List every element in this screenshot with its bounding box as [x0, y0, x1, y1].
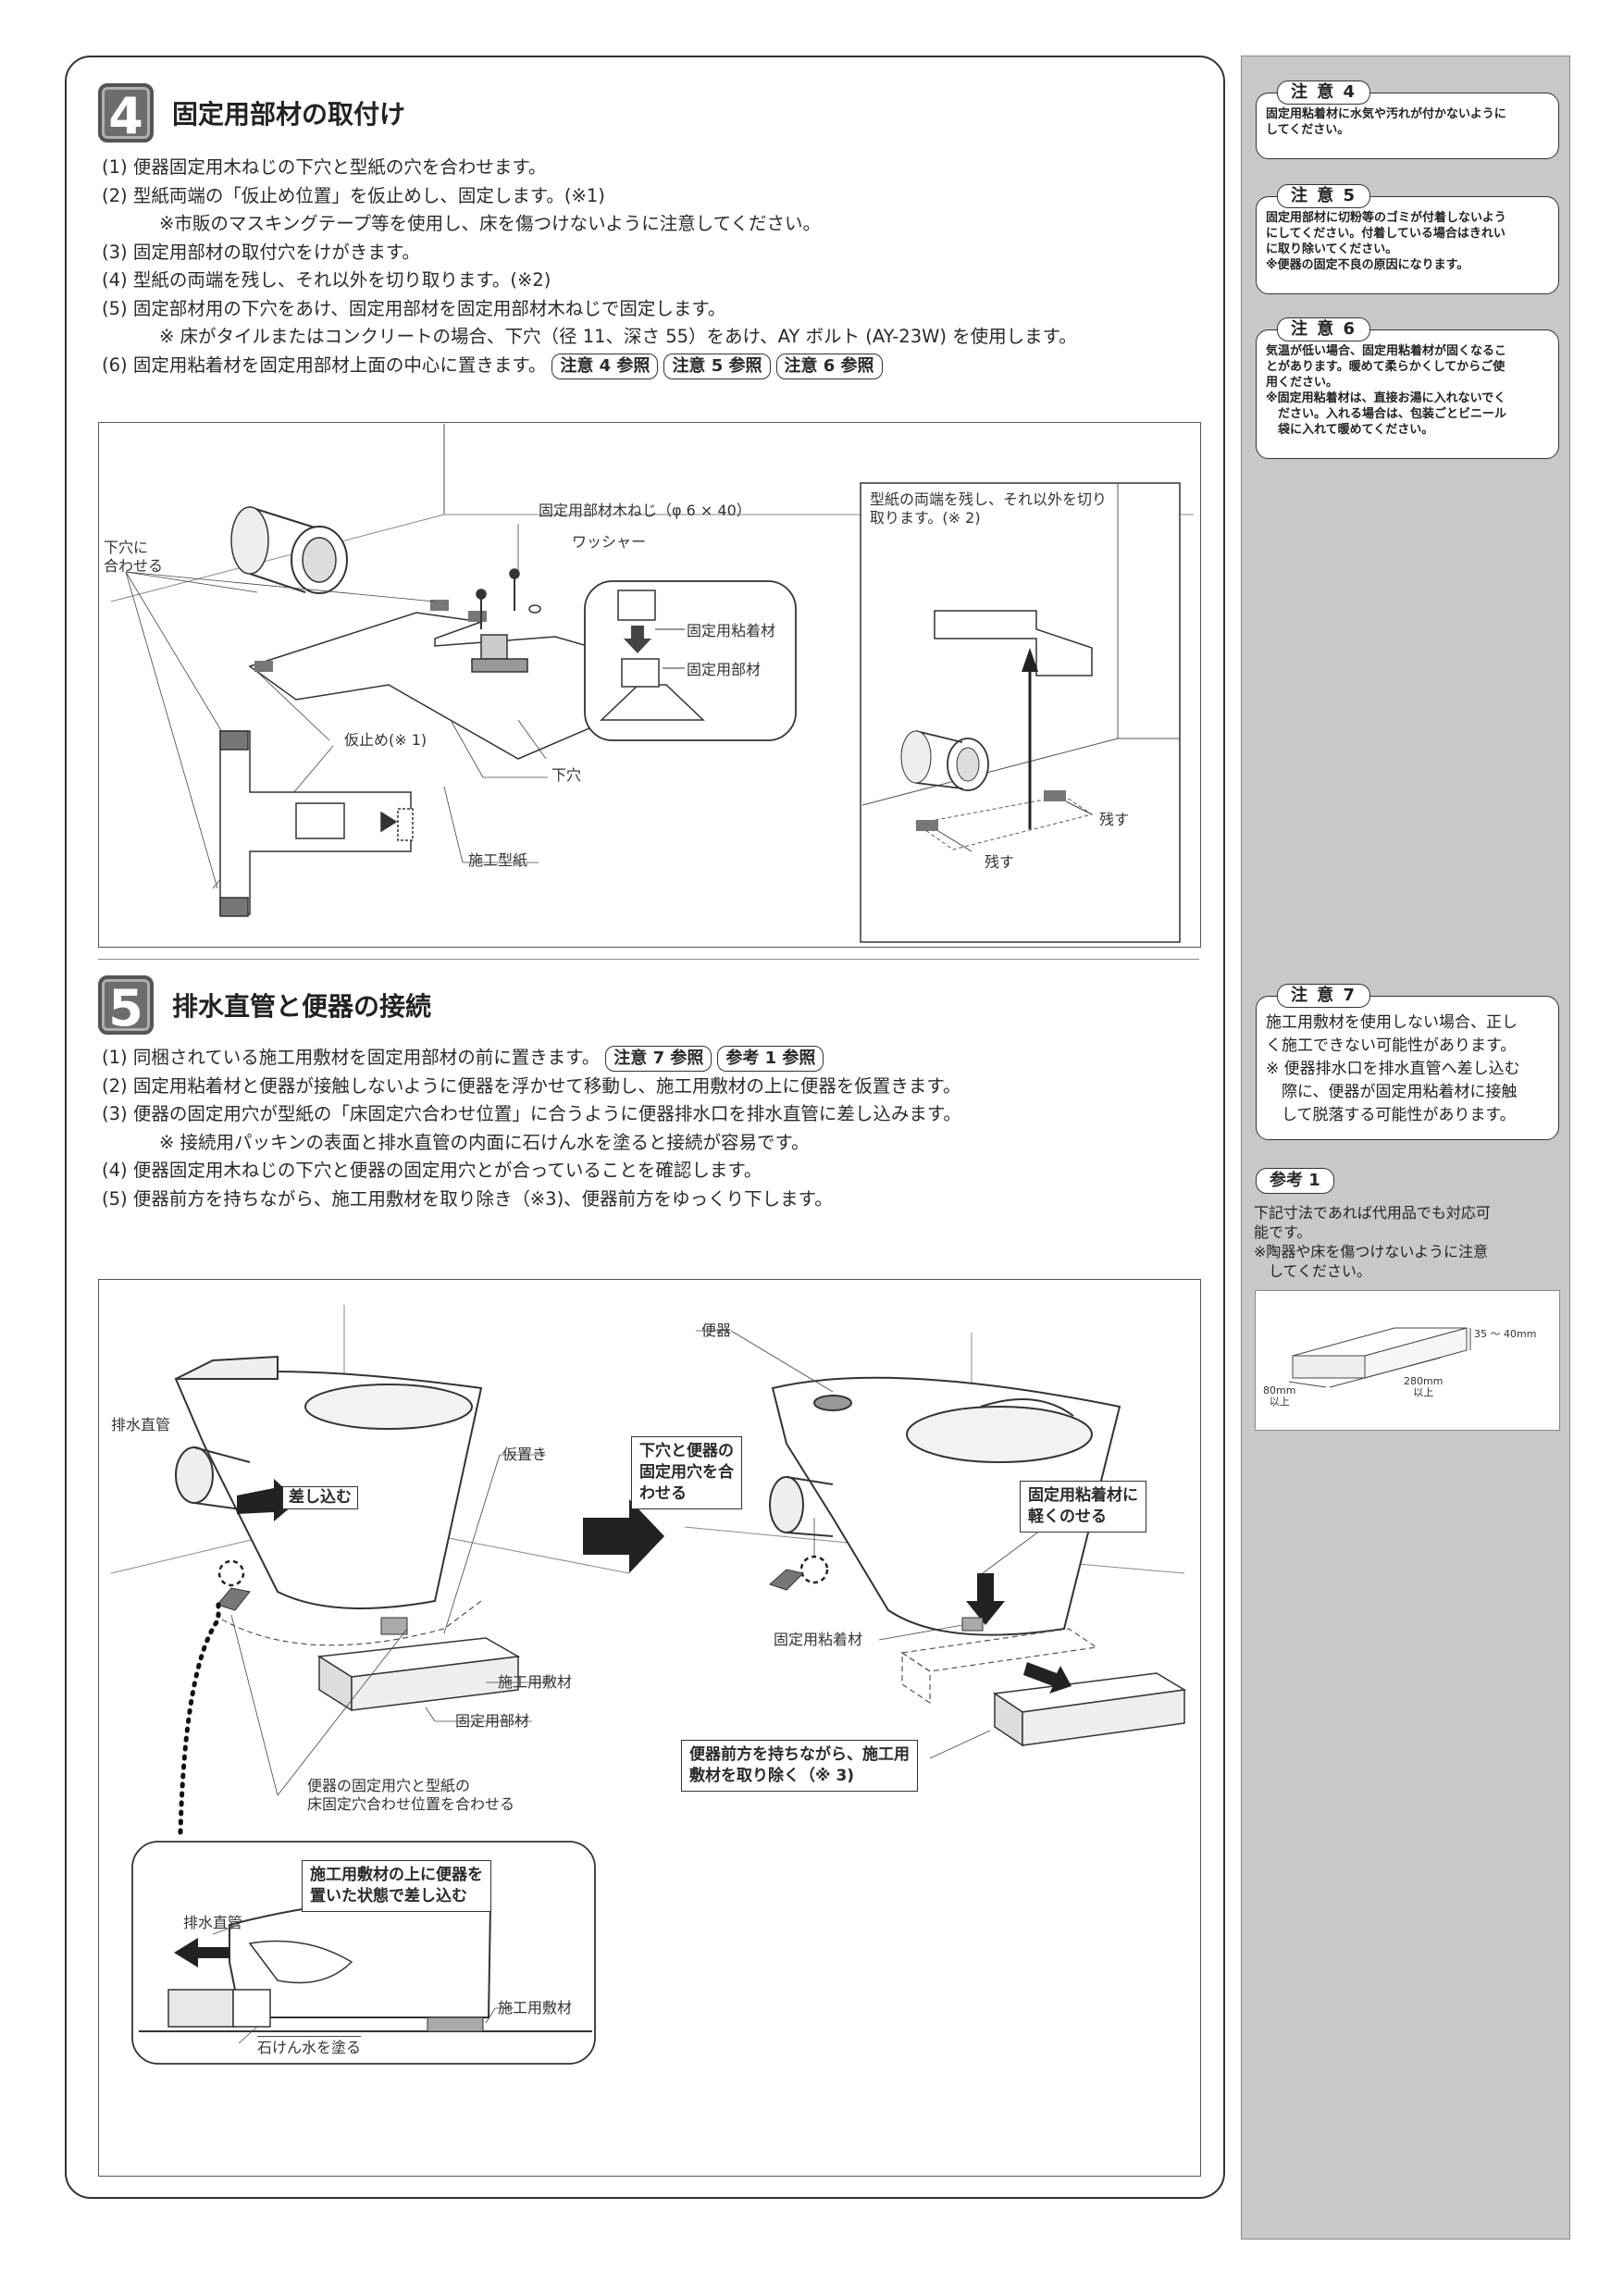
- section-number-5: 5: [98, 975, 154, 1037]
- template-plan: [219, 730, 414, 917]
- step-4-2-note: ※市販のマスキングテープ等を使用し、床を傷つけないように注意してください。: [159, 213, 822, 234]
- step-5-4: (4) 便器固定用木ねじの下穴と便器の固定用穴とが合っていることを確認します。: [102, 1160, 762, 1181]
- label-inset-drain: 排水直管: [183, 1914, 243, 1931]
- step-5-3: (3) 便器の固定用穴が型紙の「床固定穴合わせ位置」に合うように便器排水口を排水…: [102, 1103, 961, 1124]
- step-4-4: (4) 型紙の両端を残し、それ以外を切り取ります。(※2): [102, 269, 551, 291]
- label-pilot-hole: 下穴: [551, 766, 582, 784]
- label-toilet: 便器: [701, 1322, 732, 1339]
- reference-1-text: 下記寸法であれば代用品でも対応可 能です。 ※陶器や床を傷つけないように注意 し…: [1254, 1204, 1491, 1280]
- ref-reference-1[interactable]: 参考 1 参照: [717, 1046, 824, 1072]
- callout-remove-base: 便器前方を持ちながら、施工用 敷材を取り除く（※ 3): [681, 1740, 918, 1792]
- step-5-2: (2) 固定用粘着材と便器が接触しないように便器を浮かせて移動し、施工用敷材の上…: [102, 1074, 961, 1097]
- label-drain-pipe: 排水直管: [111, 1416, 171, 1433]
- label-keep-1: 残す: [1099, 811, 1130, 828]
- label-align-caption: 便器の固定用穴と型紙の 床固定穴合わせ位置を合わせる: [307, 1777, 515, 1813]
- label-screw: 固定用部材木ねじ（φ 6 × 40）: [539, 502, 751, 519]
- step-4-3: (3) 固定用部材の取付穴をけがきます。: [102, 241, 420, 263]
- base-material-dimension-diagram: [1288, 1327, 1471, 1388]
- label-washer: ワッシャー: [572, 533, 647, 551]
- next-step-arrow-icon: [583, 1499, 664, 1573]
- label-adhesive: 固定用粘着材: [687, 622, 776, 639]
- dim-height: 35 ～ 40mm: [1474, 1328, 1537, 1340]
- label-tack: 仮止め(※ 1): [344, 731, 427, 749]
- caution-5-tag: 注 意 5: [1277, 184, 1371, 208]
- caution-6-text: 気温が低い場合、固定用粘着材が固くなるこ とがあります。暖めて柔らかくしてからご…: [1266, 344, 1507, 437]
- ref-caution-6[interactable]: 注意 6 参照: [775, 353, 883, 379]
- section-number-4: 4: [98, 83, 154, 145]
- section-4-title: 固定用部材の取付け: [172, 99, 406, 130]
- reference-1-diagram: 35 ～ 40mm 80mm 以上 280mm 以上: [1255, 1290, 1560, 1431]
- step-5-3-note: ※ 接続用パッキンの表面と排水直管の内面に石けん水を塗ると接続が容易です。: [159, 1131, 810, 1153]
- step-4-6-text: (6) 固定用粘着材を固定用部材上面の中心に置きます。: [102, 354, 547, 376]
- callout-insert: 差し込む: [282, 1486, 358, 1509]
- label-fix-member: 固定用部材: [455, 1712, 530, 1730]
- section-5-title: 排水直管と便器の接続: [172, 991, 432, 1022]
- section-5-steps: (1) 同梱されている施工用敷材を固定用部材の前に置きます。注意 7 参照参考 …: [102, 1044, 961, 1213]
- caution-7-text: 施工用敷材を使用しない場合、正し く施工できない可能性があります。 ※ 便器排水…: [1266, 1013, 1520, 1124]
- fixing-member-icon: [471, 568, 541, 673]
- section-divider: [98, 959, 1199, 960]
- callout-place-adhesive: 固定用粘着材に 軽くのせる: [1020, 1481, 1146, 1533]
- label-soap: 石けん水を塗る: [257, 2036, 362, 2057]
- step-4-5-note: ※ 床がタイルまたはコンクリートの場合、下穴（径 11、深さ 55）をあけ、AY…: [102, 323, 1077, 352]
- caution-4-tag: 注 意 4: [1277, 81, 1371, 105]
- label-temp-place: 仮置き: [502, 1446, 548, 1463]
- ref-caution-4[interactable]: 注意 4 参照: [551, 353, 659, 379]
- step-4-5-note-text: ※ 床がタイルまたはコンクリートの場合、下穴（径 11、深さ 55）をあけ、AY…: [159, 326, 1077, 347]
- label-adhesive-5: 固定用粘着材: [774, 1631, 863, 1648]
- caution-7-box: 注 意 7 施工用敷材を使用しない場合、正し く施工できない可能性があります。 …: [1256, 984, 1559, 1140]
- label-template: 施工型紙: [468, 851, 528, 869]
- reference-1-tag: 参考 1: [1256, 1168, 1334, 1194]
- step-5-1-text: (1) 同梱されている施工用敷材を固定用部材の前に置きます。: [102, 1047, 601, 1068]
- caution-5-box: 注 意 5 固定用部材に切粉等のゴミが付着しないよう にしてください。付着してい…: [1256, 184, 1559, 294]
- step-4-6: (6) 固定用粘着材を固定用部材上面の中心に置きます。注意 4 参照注意 5 参…: [102, 352, 1077, 380]
- caution-4-box: 注 意 4 固定用粘着材に水気や汚れが付かないように してください。: [1256, 81, 1559, 159]
- section-4-header: 4 固定用部材の取付け: [98, 83, 406, 145]
- label-base-material: 施工用敷材: [498, 1673, 573, 1691]
- main-content-frame: [65, 56, 1225, 2199]
- drain-pipe-icon: [230, 506, 348, 594]
- section-5-header: 5 排水直管と便器の接続: [98, 975, 432, 1037]
- callout-align-holes: 下穴と便器の 固定用穴を合 わせる: [631, 1436, 742, 1509]
- caution-6-tag: 注 意 6: [1277, 317, 1371, 341]
- caution-4-text: 固定用粘着材に水気や汚れが付かないように してください。: [1266, 107, 1506, 137]
- step-4-1: (1) 便器固定用木ねじの下穴と型紙の穴を合わせます。: [102, 156, 547, 178]
- label-cut-note: 型紙の両端を残し、それ以外を切り 取ります。(※ 2): [870, 490, 1108, 527]
- dim-length: 280mm 以上: [1404, 1375, 1443, 1398]
- label-inset-base: 施工用敷材: [498, 1999, 573, 2017]
- ref-caution-7[interactable]: 注意 7 参照: [605, 1046, 712, 1072]
- step-4-5: (5) 固定部材用の下穴をあけ、固定用部材を固定用部材木ねじで固定します。: [102, 297, 726, 319]
- step-4-2: (2) 型紙両端の「仮止め位置」を仮止めし、固定します。(※1): [102, 184, 605, 206]
- step-5-1: (1) 同梱されている施工用敷材を固定用部材の前に置きます。注意 7 参照参考 …: [102, 1044, 961, 1073]
- step-5-5: (5) 便器前方を持ちながら、施工用敷材を取り除き（※3)、便器前方をゆっくり下…: [102, 1187, 833, 1210]
- caution-6-box: 注 意 6 気温が低い場合、固定用粘着材が固くなるこ とがあります。暖めて柔らか…: [1256, 317, 1559, 459]
- label-keep-2: 残す: [985, 853, 1015, 871]
- callout-inset: 施工用敷材の上に便器を 置いた状態で差し込む: [302, 1860, 491, 1912]
- cut-detail-frame: [860, 482, 1181, 943]
- label-align-holes: 下穴に 合わせる: [104, 539, 164, 575]
- caution-5-text: 固定用部材に切粉等のゴミが付着しないよう にしてください。付着している場合はきれ…: [1266, 211, 1506, 272]
- label-member: 固定用部材: [687, 661, 762, 678]
- toilet-icon: [174, 1355, 483, 1609]
- dim-width: 80mm 以上: [1263, 1384, 1296, 1408]
- caution-7-tag: 注 意 7: [1277, 984, 1371, 1008]
- section-4-steps: (1) 便器固定用木ねじの下穴と型紙の穴を合わせます。 (2) 型紙両端の「仮止…: [102, 154, 1077, 379]
- ref-caution-5[interactable]: 注意 5 参照: [663, 353, 771, 379]
